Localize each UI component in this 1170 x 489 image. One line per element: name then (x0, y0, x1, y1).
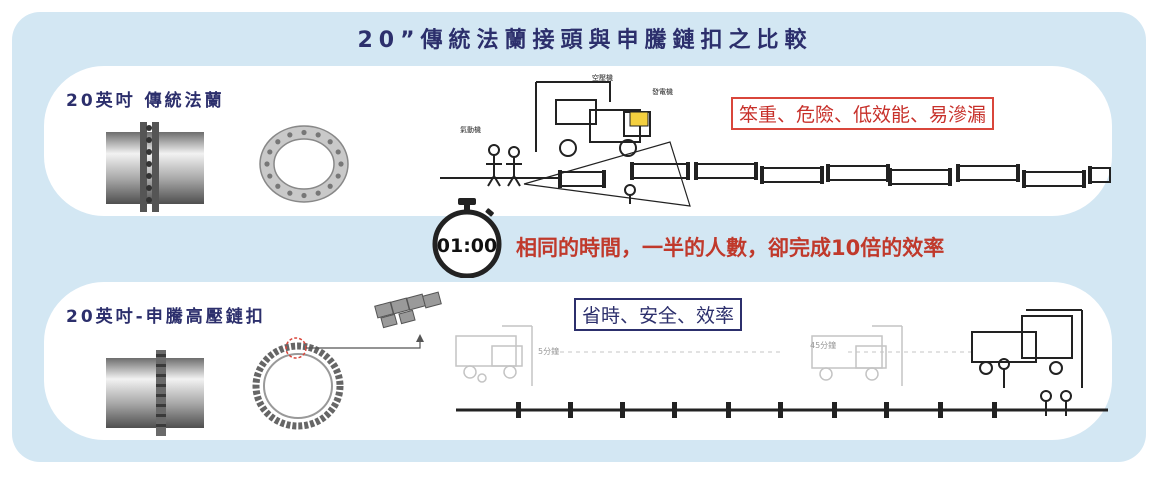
comparison-statement: 相同的時間，一半的人數，卻完成10倍的效率 (516, 236, 945, 260)
air-compressor-label: 空壓機 (592, 73, 613, 82)
bolt-hole (338, 161, 344, 167)
chain-link-detail (306, 291, 442, 349)
bolt-hole (301, 129, 307, 136)
stopwatch-icon: 01:00 (432, 198, 502, 278)
flange-pipe-illustration (106, 122, 204, 212)
shenteng-callout: 省時、安全、效率 (574, 298, 743, 331)
traditional-work-scene: 空壓機 發電機 氣動機 (440, 73, 1111, 207)
generator-label: 發電機 (652, 87, 673, 96)
time-label-5min: 5分鐘 (538, 346, 559, 356)
bolt-hole (267, 173, 273, 179)
time-label-45min: 45分鐘 (810, 340, 836, 350)
shenteng-work-scene: 5分鐘 45分鐘 (455, 309, 1108, 418)
bolt-hole (275, 183, 281, 189)
bolt-hole (327, 139, 333, 145)
bolt-hole (275, 139, 281, 145)
traditional-label: 20英吋 傳統法蘭 (66, 91, 225, 111)
chain-ring-illustration (252, 337, 344, 430)
bolt-hole (335, 173, 341, 179)
traditional-callout: 笨重、危險、低效能、易滲漏 (731, 97, 995, 130)
bolt-hole (335, 149, 341, 155)
bolt-hole (315, 190, 321, 196)
shenteng-label: 20英吋-申騰高壓鏈扣 (66, 307, 266, 327)
bolt-hole (267, 149, 273, 155)
bolt-hole (287, 190, 293, 196)
page-title: 20”傳統法蘭接頭與申騰鏈扣之比較 (357, 28, 813, 53)
bolt-hole (327, 183, 333, 189)
pneumatic-label: 氣動機 (460, 125, 481, 134)
bolt-hole (287, 132, 293, 138)
flange-ring-illustration (259, 125, 349, 203)
chain-buckle-pipe-illustration (106, 350, 204, 436)
bolt-hole (264, 161, 270, 167)
bolt-hole (301, 192, 307, 199)
bolt-hole (315, 132, 321, 138)
timer-readout: 01:00 (437, 235, 497, 257)
